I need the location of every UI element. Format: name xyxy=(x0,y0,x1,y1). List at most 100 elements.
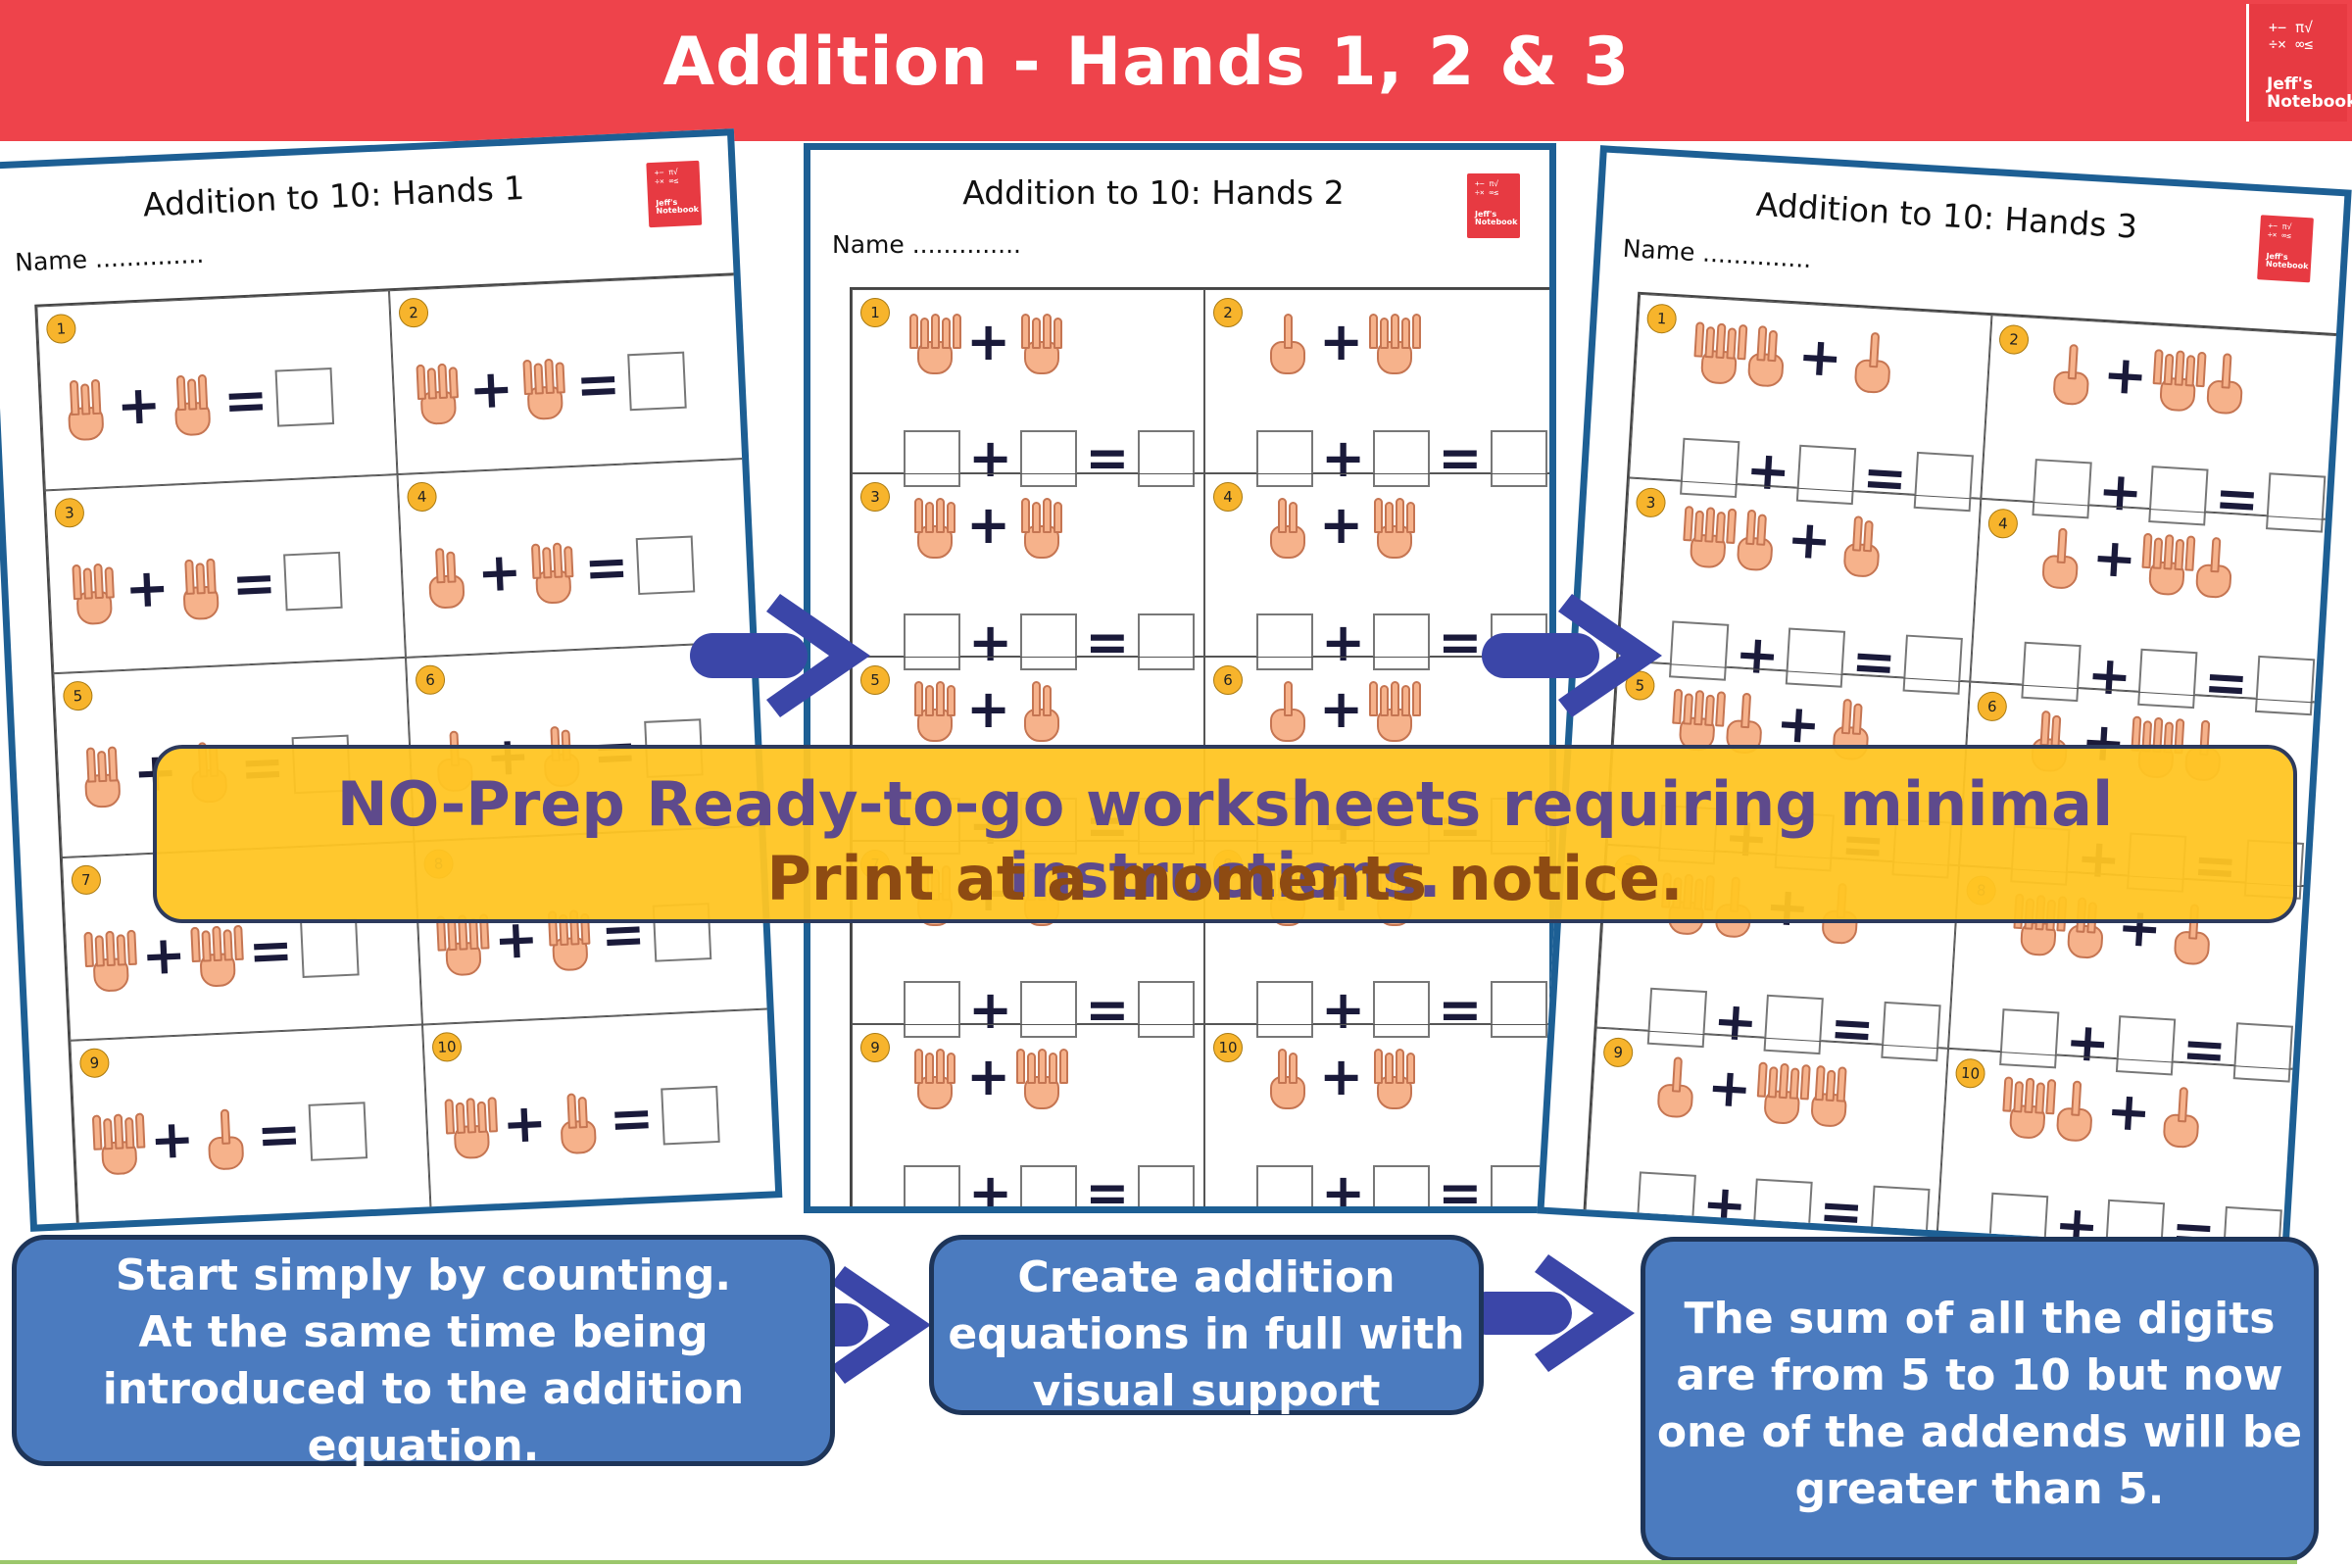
hand-icon xyxy=(911,675,958,743)
problem-number-badge: 7 xyxy=(71,864,102,896)
hand-icon xyxy=(553,1087,603,1155)
answer-box[interactable] xyxy=(274,368,334,427)
hands-equation: += xyxy=(91,1098,368,1176)
plus-sign: + xyxy=(968,978,1013,1041)
answer-box[interactable] xyxy=(1137,613,1195,671)
hand-icon xyxy=(91,1107,145,1176)
answer-box[interactable] xyxy=(1256,981,1313,1039)
plus-sign: + xyxy=(966,677,1011,740)
answer-box[interactable] xyxy=(1490,429,1547,487)
hand-icon xyxy=(1838,509,1888,578)
hand-icon xyxy=(1018,675,1065,743)
equals-sign: = xyxy=(574,352,622,416)
hand-icon xyxy=(1804,1059,1855,1129)
answer-box[interactable] xyxy=(1373,981,1431,1039)
problem-cell: 2+= xyxy=(388,273,751,474)
hand-icon xyxy=(1018,308,1065,374)
hand-icon xyxy=(1692,316,1747,385)
answer-box[interactable] xyxy=(1020,613,1078,671)
hand-icon xyxy=(82,924,137,993)
plus-sign: + xyxy=(968,611,1013,673)
equals-sign: = xyxy=(255,1102,303,1167)
hands-equation: += xyxy=(443,1081,720,1160)
problem-cell: 1++= xyxy=(1629,293,1992,512)
hands-equation: + xyxy=(1264,492,1418,559)
hand-icon xyxy=(421,540,471,610)
hand-icon xyxy=(1368,308,1421,374)
hand-icon xyxy=(908,308,961,374)
equals-sign: = xyxy=(1817,1179,1866,1245)
problem-number-badge: 1 xyxy=(45,313,77,345)
answer-box[interactable] xyxy=(1020,1164,1078,1206)
answer-box[interactable] xyxy=(1373,613,1431,671)
answer-box[interactable] xyxy=(1020,981,1078,1039)
answer-box[interactable] xyxy=(904,613,960,671)
arrow-right-icon xyxy=(690,594,870,717)
jeffs-notebook-logo: +− π√ ÷× ∞≤ Jeff's Notebook xyxy=(2246,4,2352,122)
callout-hands-1: Start simply by counting. At the same ti… xyxy=(12,1235,835,1471)
answer-box[interactable] xyxy=(1256,1164,1313,1206)
problem-number-badge: 5 xyxy=(860,665,890,696)
hands-equation: + xyxy=(911,492,1065,559)
plus-sign: + xyxy=(475,540,523,605)
answer-box[interactable] xyxy=(308,1102,368,1162)
equals-sign: = xyxy=(1438,611,1483,673)
callout-hands-2: Create addition equations in full with v… xyxy=(929,1235,1484,1416)
equals-sign: = xyxy=(1085,978,1130,1041)
hand-icon xyxy=(911,1043,958,1110)
answer-box[interactable] xyxy=(904,981,960,1039)
answer-box[interactable] xyxy=(299,918,360,978)
problem-cell: 2++= xyxy=(1981,315,2344,533)
problem-number-badge: 5 xyxy=(62,680,94,711)
hands-equation: + xyxy=(1682,500,1888,578)
plus-sign: + xyxy=(501,1091,549,1155)
hand-icon xyxy=(189,919,244,988)
plus-sign: + xyxy=(1321,978,1366,1041)
problem-number-badge: 1 xyxy=(860,298,890,327)
hand-icon xyxy=(413,357,463,425)
hands-equation: + xyxy=(1650,1050,1855,1129)
hand-icon xyxy=(1650,1050,1701,1119)
hand-icon xyxy=(1018,492,1065,559)
hands-equation: + xyxy=(1264,1043,1418,1110)
answer-box[interactable] xyxy=(1373,429,1431,487)
number-equation: += xyxy=(1256,427,1547,489)
hand-icon xyxy=(2046,337,2097,407)
answer-box[interactable] xyxy=(1137,981,1195,1039)
answer-box[interactable] xyxy=(1752,1178,1813,1239)
answer-box[interactable] xyxy=(1256,429,1313,487)
answer-box[interactable] xyxy=(626,351,687,412)
hands-equation: + xyxy=(1264,308,1421,374)
answer-box[interactable] xyxy=(1256,613,1313,671)
answer-box[interactable] xyxy=(1636,1171,1696,1232)
answer-box[interactable] xyxy=(282,551,343,612)
answer-box[interactable] xyxy=(904,1164,960,1206)
hands-equation: + xyxy=(2035,520,2240,599)
equals-sign: = xyxy=(1438,978,1483,1041)
hand-icon xyxy=(1371,492,1418,559)
equals-sign: = xyxy=(1085,427,1130,489)
hand-icon xyxy=(69,557,119,625)
answer-box[interactable] xyxy=(1490,981,1547,1039)
hand-icon xyxy=(1371,1043,1418,1110)
answer-box[interactable] xyxy=(1137,1164,1195,1206)
answer-box[interactable] xyxy=(660,1086,720,1146)
plus-sign: + xyxy=(2090,525,2139,591)
plus-sign: + xyxy=(1319,310,1364,372)
name-label: Name .............. xyxy=(832,230,1021,259)
plus-sign: + xyxy=(148,1107,196,1172)
number-equation: += xyxy=(904,427,1195,489)
plus-sign: + xyxy=(2101,342,2150,408)
answer-box[interactable] xyxy=(1373,1164,1431,1206)
answer-box[interactable] xyxy=(1137,429,1195,487)
problem-number-badge: 6 xyxy=(415,664,446,696)
plus-sign: + xyxy=(1319,677,1364,740)
hand-icon xyxy=(1264,492,1311,559)
hand-icon xyxy=(2035,520,2086,590)
plus-sign: + xyxy=(1785,508,1834,572)
answer-box[interactable] xyxy=(904,429,960,487)
answer-box[interactable] xyxy=(1020,429,1078,487)
